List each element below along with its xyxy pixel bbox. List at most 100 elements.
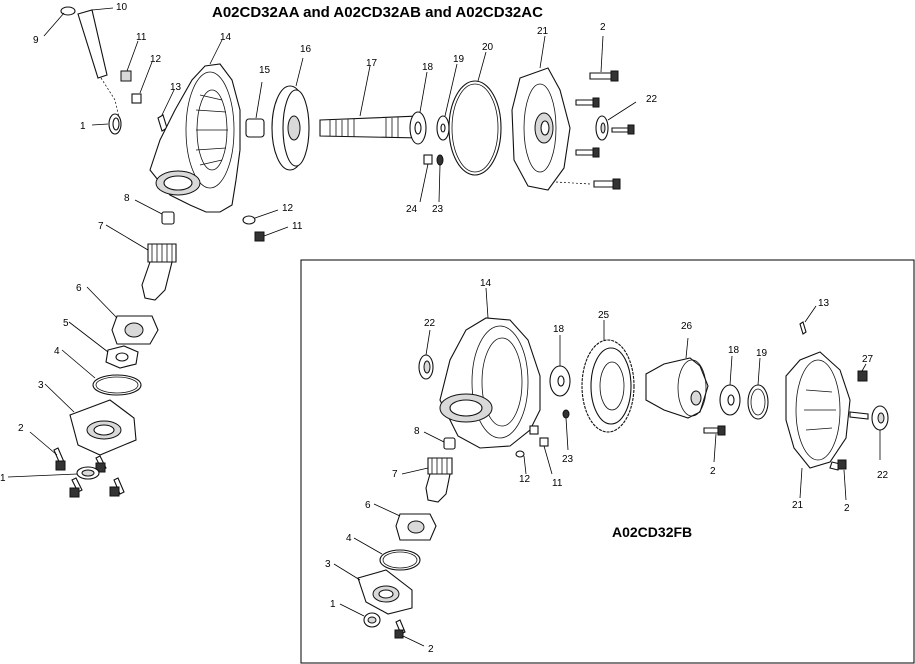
callout-24: 24 (406, 204, 418, 215)
callout-14: 14 (220, 32, 232, 43)
part-seal-left (91, 113, 122, 135)
inset-part-washer-18 (549, 335, 571, 397)
inset-callout-1: 1 (330, 599, 336, 610)
callout-11-bottom: 11 (292, 221, 303, 232)
inset-callout-12: 12 (519, 474, 531, 485)
callout-18: 18 (422, 62, 434, 73)
inset-callout-26: 26 (681, 321, 693, 332)
inset-callout-27: 27 (862, 354, 874, 365)
part-pinion-7 (105, 224, 177, 301)
part-bolts-cover (555, 35, 621, 190)
inset-callout-6: 6 (365, 500, 371, 511)
inset-part-plug-27 (857, 363, 868, 382)
inset-callout-4: 4 (346, 533, 352, 544)
callout-4: 4 (54, 346, 60, 357)
inset-callout-23: 23 (562, 454, 574, 465)
inset-part-washer-18b (719, 355, 741, 416)
callout-9: 9 (33, 35, 39, 46)
callout-1-seal: 1 (80, 121, 86, 132)
callout-1-lower: 1 (0, 473, 6, 484)
part-vent-hose (77, 7, 121, 123)
part-shaft (319, 65, 421, 139)
inset-part-housing (439, 287, 541, 449)
inset-callout-13: 13 (818, 298, 830, 309)
inset-part-fittings (515, 425, 553, 475)
part-seal-22 (595, 101, 637, 141)
part-bolts-lower (29, 431, 125, 498)
callout-8: 8 (124, 193, 130, 204)
part-drive-gear (271, 57, 310, 171)
inset-part-bushing-8 (423, 431, 456, 450)
callout-20: 20 (482, 42, 494, 53)
part-bearing-6 (86, 286, 159, 345)
inset-callout-7: 7 (392, 469, 398, 480)
callout-22: 22 (646, 94, 658, 105)
inset-part-seal-22b (849, 405, 889, 460)
callout-6: 6 (76, 283, 82, 294)
inset-part-dowel (799, 305, 817, 335)
main-assembly: 10 9 11 12 13 14 15 16 17 18 19 20 21 2 … (0, 2, 658, 498)
inset-part-seal-22 (418, 329, 434, 380)
callout-5: 5 (63, 318, 69, 329)
part-nut-5 (68, 321, 139, 369)
inset-frame (300, 259, 915, 664)
inset-callout-2-center: 2 (710, 466, 716, 477)
part-oring-4 (61, 349, 142, 396)
inset-part-oring-4 (353, 537, 421, 571)
inset-part-seal-1 (339, 603, 381, 628)
callout-16: 16 (300, 44, 312, 55)
inset-part-washer-23 (562, 409, 570, 451)
callout-21: 21 (537, 26, 549, 37)
inset-part-cap-3 (333, 563, 413, 615)
inset-callout-2-right: 2 (844, 503, 850, 514)
part-shim-19 (436, 63, 458, 141)
inset-callout-11: 11 (552, 478, 563, 489)
callout-17: 17 (366, 58, 378, 69)
part-housing (149, 39, 241, 213)
inset-callout-19: 19 (756, 348, 768, 359)
part-seal-lower (7, 466, 100, 480)
part-fitting-bottom (242, 209, 289, 242)
inset-callout-21: 21 (792, 500, 804, 511)
part-bushing-8 (134, 199, 175, 225)
inset-assembly: 14 22 18 25 26 18 19 13 27 22 8 7 6 4 3 … (325, 278, 889, 655)
part-washer-23 (436, 154, 444, 203)
callout-19: 19 (453, 54, 465, 65)
part-fitting-top (120, 40, 153, 104)
part-plug-24 (419, 154, 433, 203)
inset-part-bolt-center (703, 425, 726, 463)
inset-callout-25: 25 (598, 310, 610, 321)
inset-callout-2-bottom: 2 (428, 644, 434, 655)
inset-callout-18-right: 18 (728, 345, 740, 356)
inset-part-cover (785, 351, 851, 499)
inset-part-bearing-6 (373, 503, 437, 541)
callout-12-top: 12 (150, 54, 162, 65)
inset-callout-22-right: 22 (877, 470, 889, 481)
main-callout-labels: 10 9 11 12 13 14 15 16 17 18 19 20 21 2 … (0, 2, 658, 484)
callout-2-lower: 2 (18, 423, 24, 434)
part-cover-21 (511, 35, 571, 191)
part-oring-20 (448, 51, 502, 176)
callout-3: 3 (38, 380, 44, 391)
inset-title: A02CD32FB (612, 524, 692, 540)
callout-7: 7 (98, 221, 104, 232)
inset-callout-22-left: 22 (424, 318, 436, 329)
part-vent-clip (43, 6, 76, 37)
inset-part-bolt-right (829, 459, 847, 501)
inset-part-oring-19 (747, 357, 769, 420)
inset-callout-14: 14 (480, 278, 492, 289)
callout-2-cover: 2 (600, 22, 606, 33)
inset-callout-3: 3 (325, 559, 331, 570)
part-cap-3 (44, 383, 137, 456)
inset-part-pinion-7 (401, 457, 453, 503)
inset-part-ring-gear (581, 320, 635, 433)
part-bearing (245, 81, 265, 138)
inset-callout-18: 18 (553, 324, 565, 335)
callout-10: 10 (116, 2, 128, 13)
callout-11-top: 11 (136, 32, 147, 43)
inset-part-bolt-bottom (394, 619, 425, 647)
inset-part-differential (645, 337, 709, 419)
inset-callout-8: 8 (414, 426, 420, 437)
diagram-title-main: A02CD32AA and A02CD32AB and A02CD32AC (212, 4, 543, 21)
